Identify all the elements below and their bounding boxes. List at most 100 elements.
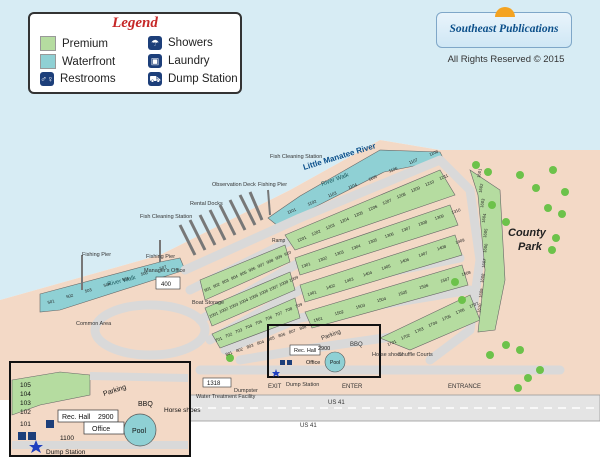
lot-number: 1404: [362, 270, 373, 278]
lot-number: 1503: [355, 302, 366, 310]
legend-item-restrooms: ♂♀ Restrooms: [40, 72, 116, 86]
lot-number: 1702: [400, 332, 411, 340]
lot-number: 708: [285, 306, 294, 314]
common-area-label: Common Area: [76, 321, 112, 327]
lot-number: 709: [295, 301, 304, 309]
inset-dump-station-label: Dump Station: [46, 449, 86, 456]
publisher-logo: Southeast Publications: [436, 7, 572, 48]
lot-number: 1603: [479, 197, 486, 208]
lot-number: 1208: [396, 191, 407, 199]
lot-number: 1301: [301, 261, 312, 269]
inset-lot-105: 105: [20, 382, 31, 389]
inset-pool-label: Pool: [132, 428, 146, 435]
inset-1100-label: 1100: [60, 435, 74, 442]
lot-number: 1101: [287, 207, 298, 215]
legend-item-laundry: ▣ Laundry: [148, 54, 210, 68]
lot-number: 1701: [387, 339, 398, 347]
pool-small-label: Pool: [330, 360, 340, 366]
lot-number: 1308: [417, 219, 428, 227]
inset-shower-icon: [28, 432, 36, 440]
lot-number: 1302: [317, 255, 328, 263]
entrance-label: ENTRANCE: [448, 384, 481, 390]
lot-number: 903: [221, 277, 230, 285]
bbq-label: BBQ: [350, 342, 363, 348]
lot-number: 1210: [424, 179, 435, 187]
lot-number: 503: [84, 287, 93, 294]
inset-lot-101: 101: [20, 421, 31, 428]
county-park-label-2: Park: [518, 241, 543, 253]
lot-number: 705: [255, 318, 264, 326]
lot-number: 1306: [384, 231, 395, 239]
lot-number: 1407: [418, 250, 429, 258]
lot-number: 801: [225, 350, 234, 357]
lot-number: 910: [283, 249, 292, 257]
lot-number: 1501: [313, 315, 324, 323]
observation-deck-label: Observation Deck: [212, 182, 256, 188]
rental-docks: [178, 191, 264, 256]
legend-item-label: Restrooms: [60, 73, 116, 85]
lot-number: 1310: [451, 207, 462, 215]
ramp-label: Ramp: [272, 238, 286, 244]
lot-number: 505: [122, 275, 131, 282]
lot-number: 907: [257, 261, 266, 269]
rec-hall-small-label: Rec. Hall: [294, 348, 316, 354]
rec-hall-small: [289, 344, 321, 356]
lot-number: 807: [288, 328, 297, 335]
lot-number: 502: [66, 292, 75, 299]
lot-number: 1104: [347, 182, 358, 190]
lot-number: 1405: [381, 263, 392, 271]
lot-number: 1610: [476, 302, 483, 313]
lot-number: 701: [215, 335, 224, 343]
pool-small: [324, 351, 346, 373]
inset-lot-103: 103: [20, 400, 31, 407]
boat-storage-label: Boat Storage: [192, 300, 224, 306]
lot-number: 1103: [327, 190, 338, 198]
lot-number: 1303: [334, 249, 345, 257]
lot-number: 702: [225, 331, 234, 339]
lot-number: 1002: [218, 306, 229, 315]
lot-number: 1704: [428, 320, 439, 328]
lot-number: 1508: [461, 269, 472, 277]
lot-number: 1006: [258, 288, 269, 297]
county-park-label: County: [508, 227, 547, 239]
office-small-label: Office: [306, 360, 320, 366]
legend: Legend Premium Waterfront ♂♀ Restrooms ☂…: [28, 12, 242, 94]
lot-number: 1201: [297, 235, 308, 243]
lot-number: 1003: [228, 301, 239, 310]
waterfront-swatch: [40, 54, 56, 69]
lot-number: 1304: [351, 243, 362, 251]
premium-blocks: [199, 169, 506, 351]
lot-number: 703: [235, 327, 244, 335]
lot-number: 808: [299, 324, 308, 331]
shuffle-courts-label: Shuffle Courts: [398, 352, 433, 358]
copyright-text: All Rights Reserved © 2015: [447, 54, 565, 65]
lot-number: 804: [256, 339, 265, 346]
lot-number: 1504: [376, 296, 387, 304]
lot-number: 1004: [238, 297, 249, 306]
legend-item-waterfront: Waterfront: [40, 54, 115, 69]
lot-number: 1601: [476, 167, 483, 178]
lot-number: 909: [274, 253, 283, 261]
restroom-icon: ♂♀: [40, 72, 54, 86]
lot-number: 1604: [481, 212, 488, 223]
exit-label: EXIT: [268, 384, 282, 390]
inset-lot-block: [11, 371, 91, 416]
callout-frame: [267, 324, 381, 378]
water-treatment-label: Water Treatment Facility: [196, 394, 256, 400]
lot-number: 1106: [388, 165, 399, 173]
inset-2900-label: 2900: [98, 414, 114, 421]
inset-lot-102: 102: [20, 409, 31, 416]
lot-number: 803: [246, 342, 255, 349]
dump-station-label: Dump Station: [286, 382, 319, 388]
lot-number: 1705: [441, 313, 452, 321]
lot-number: 901: [203, 285, 212, 293]
lot-number: 1505: [397, 289, 408, 297]
lot-number: 1209: [410, 185, 421, 193]
enter-label: ENTER: [342, 384, 363, 390]
inset-restroom-icon: [18, 432, 26, 440]
inset-pool: [123, 413, 157, 447]
inset-lot-104: 104: [20, 391, 31, 398]
inset-horse-shoes-label: Horse shoes: [164, 407, 201, 414]
